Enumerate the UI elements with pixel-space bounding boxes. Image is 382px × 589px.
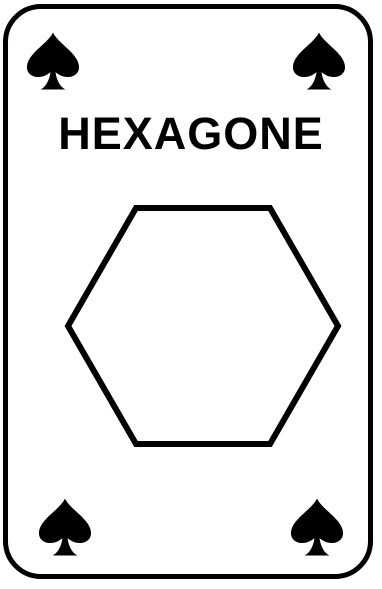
card-title: HEXAGONE bbox=[58, 108, 324, 159]
spade-icon bbox=[286, 496, 348, 558]
hexagon-icon bbox=[60, 198, 350, 456]
playing-card bbox=[3, 4, 373, 579]
spade-icon bbox=[34, 496, 96, 558]
spade-icon bbox=[22, 30, 84, 92]
spade-icon bbox=[288, 30, 350, 92]
